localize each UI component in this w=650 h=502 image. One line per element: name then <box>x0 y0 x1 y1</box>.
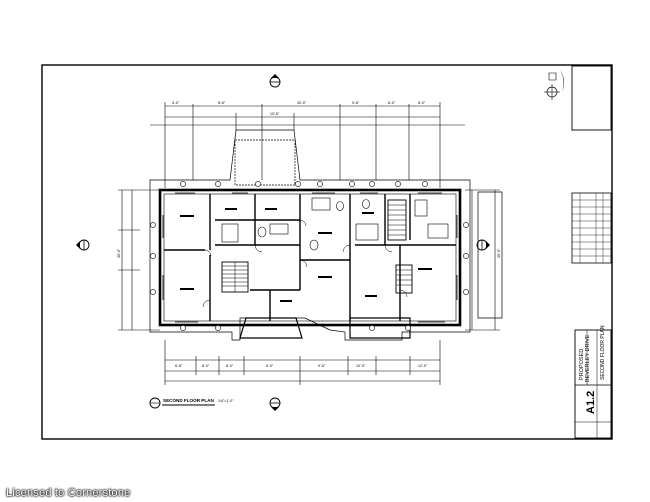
dim-top-7: 8'-0" <box>418 101 426 105</box>
dim-bottom-5: 9'-6" <box>318 364 326 368</box>
windows <box>159 189 461 326</box>
project-line-1: PROPOSED <box>579 349 585 380</box>
door-swings <box>202 219 408 308</box>
bottom-dimension-labels: 8'-6" 8'-0" 8'-0" 6'-0" 9'-6" 10'-0" 12'… <box>175 364 428 368</box>
stair-right <box>387 199 413 294</box>
interior-walls <box>164 194 456 321</box>
roof-outline <box>149 129 503 341</box>
dim-top-4: 40'-0" <box>297 101 307 105</box>
dim-top-3: 10'-6" <box>270 112 280 116</box>
plan-title-block: SECOND FLOOR PLAN 1/4"=1'-0" <box>149 397 234 409</box>
dim-top-2: 8'-6" <box>218 101 226 105</box>
north-arrow-icon <box>544 70 565 100</box>
dim-top-6: 6'-0" <box>388 101 396 105</box>
dim-side-left: 30'-0" <box>117 248 121 258</box>
stair-left <box>221 261 249 293</box>
top-dimension-labels: 4'-0" 8'-6" 10'-6" 40'-0" 9'-6" 6'-0" 8'… <box>172 101 426 116</box>
room-tags <box>180 208 432 302</box>
bathroom-fixtures <box>221 197 449 251</box>
section-marker-left-icon <box>76 239 90 251</box>
side-dimension-lines <box>118 189 500 331</box>
dim-bottom-4: 6'-0" <box>266 364 274 368</box>
dim-bottom-2: 8'-0" <box>202 364 210 368</box>
top-dimension-lines <box>150 102 465 188</box>
drawing-title-text: SECOND FLOOR PLAN <box>600 325 606 380</box>
project-line-2: BEVERLEY DRIVE <box>585 334 591 382</box>
dim-bottom-1: 8'-6" <box>175 364 183 368</box>
dim-bottom-7: 12'-0" <box>418 364 428 368</box>
bottom-dimension-lines <box>164 340 441 385</box>
section-marker-top-icon <box>269 74 281 88</box>
plan-title: SECOND FLOOR PLAN <box>163 398 214 403</box>
section-marker-bottom-icon <box>269 397 281 411</box>
dim-side-right: 30'-0" <box>497 248 501 258</box>
title-block: PROPOSED BEVERLEY DRIVE SECOND FLOOR PLA… <box>544 65 612 439</box>
dim-top-1: 4'-0" <box>172 101 180 105</box>
dim-bottom-3: 8'-0" <box>226 364 234 368</box>
watermark-text: Licensed to Cornerstone <box>6 487 131 499</box>
grid-bubbles <box>150 181 469 331</box>
dim-bottom-6: 10'-0" <box>356 364 366 368</box>
sheet-border <box>41 64 613 440</box>
dim-top-5: 9'-6" <box>352 101 360 105</box>
exterior-walls <box>158 188 462 339</box>
sheet-number: A1.2 <box>585 391 597 414</box>
section-marker-right-icon <box>476 239 490 251</box>
plan-scale: 1/4"=1'-0" <box>218 399 234 403</box>
